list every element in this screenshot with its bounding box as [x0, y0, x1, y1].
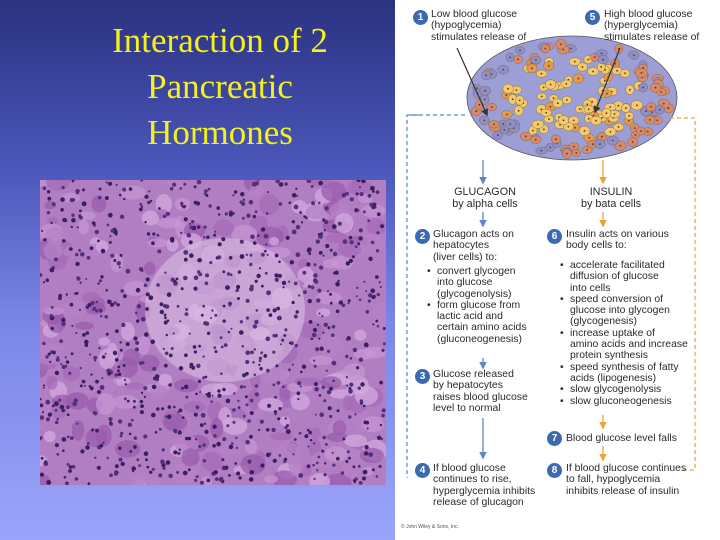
step2-bullet-line: (glycogenolysis): [437, 288, 512, 300]
title-line: Hormones: [147, 113, 293, 152]
step3-line: level to normal: [433, 402, 501, 414]
step6-bullets: accelerate facilitated diffusion of gluc…: [560, 260, 688, 407]
step3-line: Glucose released: [433, 369, 514, 380]
step2-bullet-line: into glucose: [437, 277, 493, 289]
step-badge-2: 2: [415, 229, 430, 244]
insulin-label: INSULIN by bata cells: [571, 186, 651, 210]
islet-illustration: [466, 35, 678, 161]
insulin-label-line: INSULIN: [589, 186, 633, 198]
step1-line: (hypoglycemia): [431, 20, 502, 32]
step-badge-4: 4: [415, 463, 430, 478]
step5-text: High blood glucose (hyperglycemia) stimu…: [604, 9, 699, 43]
step5-line: High blood glucose: [604, 9, 693, 20]
step7-text: Blood glucose level falls: [566, 433, 677, 444]
step3-line: raises blood glucose: [433, 391, 528, 403]
step8-line: to fall, hypoglycemia: [566, 474, 661, 486]
pancreas-micrograph: [40, 180, 386, 485]
step2-bullet-line: lactic acid and: [437, 311, 503, 323]
step6-bullet: increase uptake of: [560, 328, 688, 339]
step6-bullet-line: acids (lipogenesis): [570, 372, 657, 384]
step6-line: body cells to:: [566, 240, 627, 252]
step-badge-5: 5: [585, 10, 600, 25]
diagram-arrows: [406, 35, 696, 478]
step1-line: Low blood glucose: [431, 9, 518, 20]
step6-bullet: speed conversion of: [560, 294, 688, 305]
step4-line: hyperglycemia inhibits: [433, 485, 536, 497]
step2-text: Glucagon acts on hepatocytes (liver cell…: [433, 229, 514, 263]
step2-line: hepatocytes: [433, 240, 490, 252]
step2-line: (liver cells) to:: [433, 251, 498, 263]
insulin-label-line: by bata cells: [580, 198, 641, 210]
step6-bullet-line: into cells: [570, 282, 611, 294]
step2-bullet-line: certain amino acids: [437, 322, 527, 334]
step4-line: release of glucagon: [433, 496, 524, 508]
title-line: Pancreatic: [147, 67, 293, 106]
glucagon-label: GLUCAGON by alpha cells: [435, 186, 535, 210]
step2-line: Glucagon acts on: [433, 229, 514, 240]
step5-pointer-arrow: [593, 47, 621, 114]
step6-bullet-line: protein synthesis: [570, 350, 648, 362]
step1-text: Low blood glucose (hypoglycemia) stimula…: [431, 9, 526, 43]
step6-bullet-line: (glycogenesis): [570, 316, 637, 328]
step6-bullet-line: amino acids and increase: [570, 339, 688, 351]
glucagon-label-line: by alpha cells: [452, 198, 518, 210]
title-line: Interaction of 2: [112, 21, 328, 60]
step4-line: If blood glucose: [433, 463, 506, 474]
step4-text: If blood glucose continues to rise, hype…: [433, 463, 535, 508]
copyright-notice: © John Wiley & Sons, Inc.: [401, 524, 459, 530]
step6-bullet: slow glycogenolysis: [560, 384, 688, 395]
step5-line: (hyperglycemia): [604, 20, 678, 32]
step-badge-1: 1: [413, 10, 428, 25]
glucagon-label-line: GLUCAGON: [454, 186, 516, 198]
step-badge-7: 7: [547, 431, 562, 446]
step6-bullet-line: glucose into glycogen: [570, 305, 670, 317]
step6-bullet: speed synthesis of fatty: [560, 362, 688, 373]
glucagon-feedback-loop: [406, 114, 465, 478]
step-badge-3: 3: [415, 369, 430, 384]
step2-bullet-line: (gluconeogenesis): [437, 333, 522, 345]
step6-bullet-line: diffusion of glucose: [570, 271, 659, 283]
step5-line: stimulates release of: [604, 31, 700, 43]
step1-line: stimulates release of: [431, 31, 527, 43]
slide-title: Interaction of 2 Pancreatic Hormones: [60, 18, 380, 156]
step6-bullet: accelerate facilitated: [560, 260, 688, 271]
step6-text: Insulin acts on various body cells to:: [566, 229, 669, 252]
step6-bullet: slow gluconeogenesis: [560, 396, 688, 407]
step-badge-6: 6: [547, 229, 562, 244]
step6-line: Insulin acts on various: [566, 229, 669, 240]
step1-pointer-arrow: [456, 47, 488, 117]
step4-line: continues to rise,: [433, 474, 512, 486]
step-badge-8: 8: [547, 463, 562, 478]
step2-bullet: form glucose from: [427, 300, 527, 311]
step2-bullets: convert glycogen into glucose (glycogeno…: [427, 266, 527, 345]
step3-text: Glucose released by hepatocytes raises b…: [433, 369, 528, 414]
hormone-diagram: 1 Low blood glucose (hypoglycemia) stimu…: [395, 0, 720, 540]
step8-line: inhibits release of insulin: [566, 485, 680, 497]
step2-bullet: convert glycogen: [427, 266, 527, 277]
step8-line: If blood glucose continues: [566, 463, 687, 474]
step3-line: by hepatocytes: [433, 380, 503, 392]
step8-text: If blood glucose continues to fall, hypo…: [566, 463, 686, 497]
